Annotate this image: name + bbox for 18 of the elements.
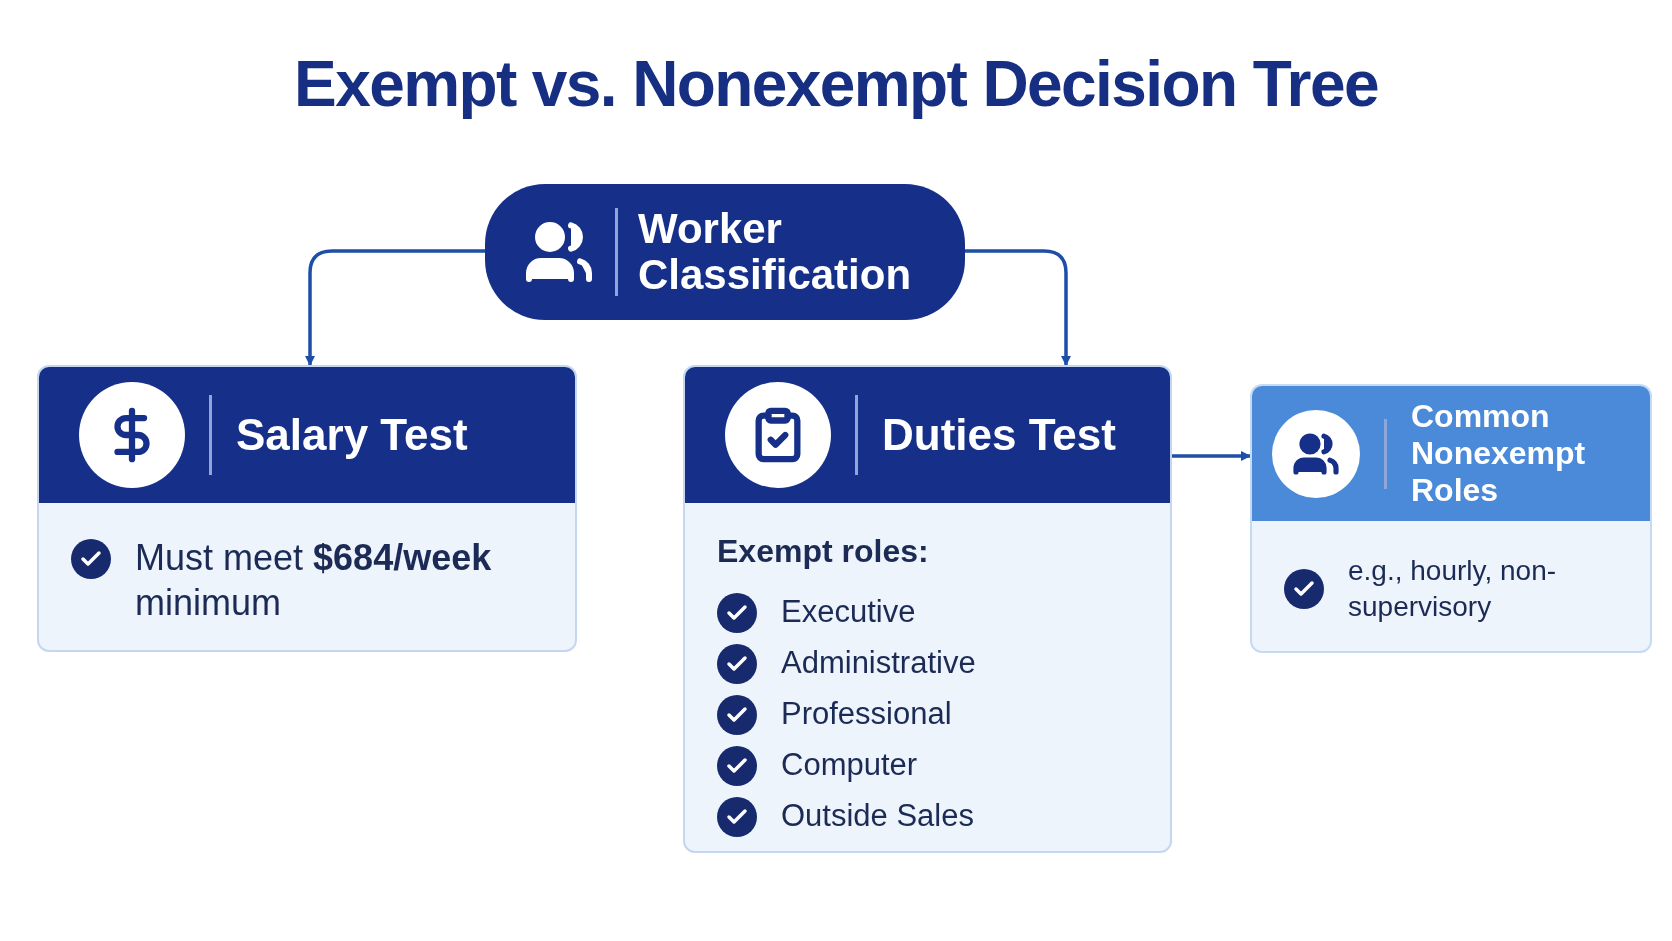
example-text: e.g., hourly, non-supervisory [1348, 554, 1558, 625]
node-heading: Worker Classification [638, 205, 913, 299]
arrow [305, 249, 485, 366]
card [1250, 384, 1652, 653]
card [683, 365, 1172, 853]
node-heading: Duties Test [882, 409, 1116, 461]
arrow [1172, 451, 1251, 461]
card [37, 365, 577, 652]
role-item: Outside Sales [781, 797, 974, 836]
role-item: Professional [781, 695, 952, 734]
list-heading: Exempt roles: [717, 532, 930, 571]
role-item: Administrative [781, 644, 976, 683]
requirement-text: Must meet $684/week minimum [135, 536, 493, 625]
arrow [965, 249, 1071, 366]
role-item: Computer [781, 746, 918, 785]
node-heading: Salary Test [236, 409, 468, 461]
node-heading: Common Nonexempt Roles [1411, 398, 1587, 509]
role-item: Executive [781, 593, 916, 632]
